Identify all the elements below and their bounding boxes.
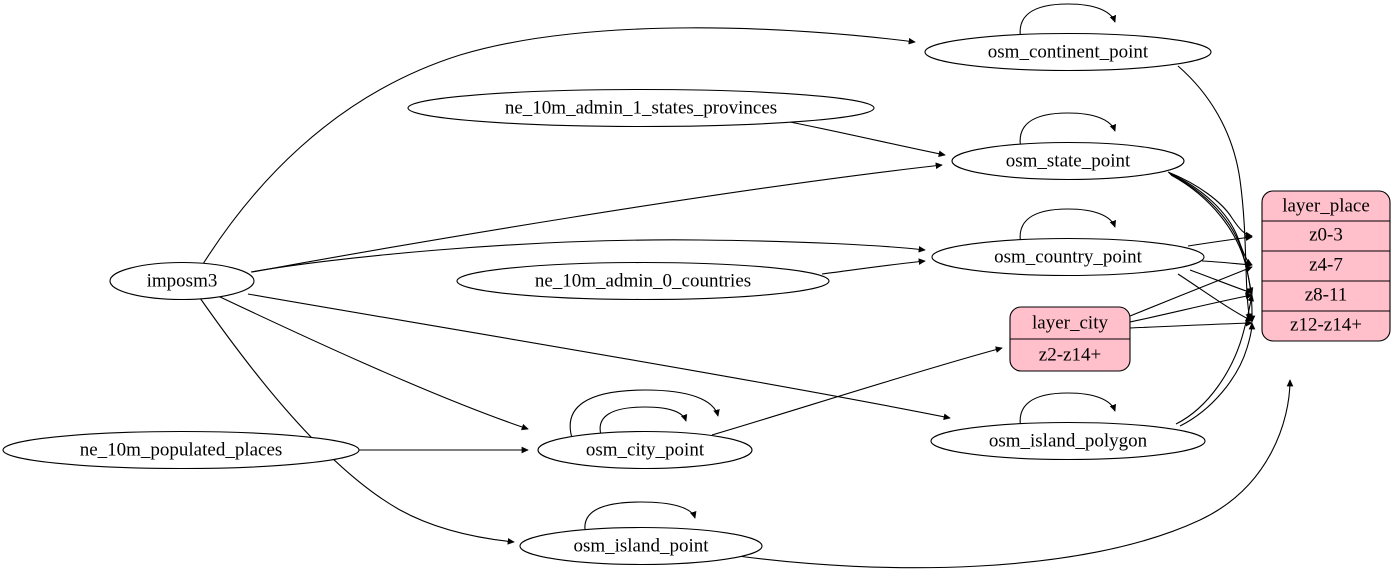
edge-osm-island-polygon-to-z12-z14 [1179,323,1252,427]
edge-osm-city-point-to-layer-city [711,348,1002,436]
node-osm-state-point[interactable]: osm_state_point [951,141,1185,181]
edge-osm-state-point-to-z8-11 [1169,173,1252,294]
node-osm-city-point[interactable]: osm_city_point [537,430,753,470]
edge-layer-city-to-z4-7 [1129,267,1252,317]
layer-place-box[interactable] [1261,190,1391,342]
edge-osm-city-point-self-a [569,389,718,439]
layer-place-row-z0-3[interactable]: z0-3 [1309,224,1343,245]
node-label-imposm3: imposm3 [147,270,218,291]
edges-layer [199,3,1290,569]
edge-osm-island-point-to-z12-z14 [737,380,1290,569]
node-label-osm-city-point: osm_city_point [586,439,705,460]
node-ne-10m-populated-places[interactable]: ne_10m_populated_places [2,430,360,470]
edge-osm-state-point-to-z12-z14 [1170,174,1252,322]
layer-city-row-z2-z14[interactable]: z2-z14+ [1039,344,1101,365]
node-osm-continent-point[interactable]: osm_continent_point [924,32,1212,72]
edge-ne-states-to-osm-state-point [789,121,945,155]
edge-osm-continent-point-self [1019,3,1115,41]
edge-osm-state-point-to-z4-7 [1168,172,1252,266]
nodes-layer: imposm3 ne_10m_admin_1_states_provinces … [2,32,1212,566]
node-label-ne-states: ne_10m_admin_1_states_provinces [505,97,777,118]
layer-place-row-z12-z14[interactable]: z12-z14+ [1290,314,1362,335]
node-ne-10m-admin-1-states-provinces[interactable]: ne_10m_admin_1_states_provinces [407,88,875,128]
edge-osm-island-point-self [584,501,695,536]
edge-imposm3-to-osm-island-point [199,297,514,542]
records-layer: layer_city z2-z14+ layer_place z0-3 z4-7… [1009,190,1391,372]
node-label-osm-island-polygon: osm_island_polygon [989,430,1148,451]
edge-osm-country-point-to-z0-3 [1187,237,1252,247]
edge-osm-country-point-to-z4-7 [1201,260,1252,265]
node-osm-country-point[interactable]: osm_country_point [931,237,1205,277]
edge-osm-state-point-to-z0-3 [1167,171,1252,236]
layer-city-title: layer_city [1032,312,1108,333]
edge-osm-country-point-to-z12-z14 [1177,273,1252,322]
node-label-osm-country-point: osm_country_point [994,246,1142,267]
edge-layer-city-to-z8-11 [1129,295,1252,323]
edge-osm-state-point-self [1019,112,1115,150]
edge-imposm3-to-osm-island-polygon [247,293,950,418]
edge-imposm3-to-osm-continent-point [202,27,915,265]
edge-osm-island-polygon-to-z8-11 [1175,295,1252,425]
layer-place-title: layer_place [1282,195,1370,216]
edge-osm-country-point-to-z8-11 [1189,269,1252,293]
edge-osm-country-point-self [1019,208,1115,246]
record-layer-city[interactable]: layer_city z2-z14+ [1009,306,1131,372]
node-osm-island-point[interactable]: osm_island_point [519,526,763,566]
layer-place-row-z8-11[interactable]: z8-11 [1305,284,1348,305]
edge-ne-countries-to-osm-countries-point [821,261,925,275]
edge-layer-city-to-z12-z14 [1129,323,1252,329]
node-label-osm-continent-point: osm_continent_point [988,41,1149,62]
node-ne-10m-admin-0-countries[interactable]: ne_10m_admin_0_countries [456,261,830,301]
edge-osm-city-point-self-b [599,406,686,436]
edge-imposm3-to-osm-state-point [251,165,942,273]
node-label-osm-state-point: osm_state_point [1006,150,1131,171]
node-label-ne-countries: ne_10m_admin_0_countries [535,270,751,291]
edge-osm-island-polygon-self [1019,392,1115,430]
node-label-ne-populated: ne_10m_populated_places [80,439,283,460]
node-imposm3[interactable]: imposm3 [109,261,255,301]
edge-osm-continent-point-to-layer-place [1177,65,1250,320]
node-osm-island-polygon[interactable]: osm_island_polygon [930,421,1206,461]
edge-imposm3-to-osm-city-point [217,295,528,429]
node-label-osm-island-point: osm_island_point [573,535,709,556]
record-layer-place[interactable]: layer_place z0-3 z4-7 z8-11 z12-z14+ [1261,190,1391,342]
layer-place-row-z4-7[interactable]: z4-7 [1309,254,1343,275]
edge-imposm3-to-osm-country-point [250,239,925,273]
